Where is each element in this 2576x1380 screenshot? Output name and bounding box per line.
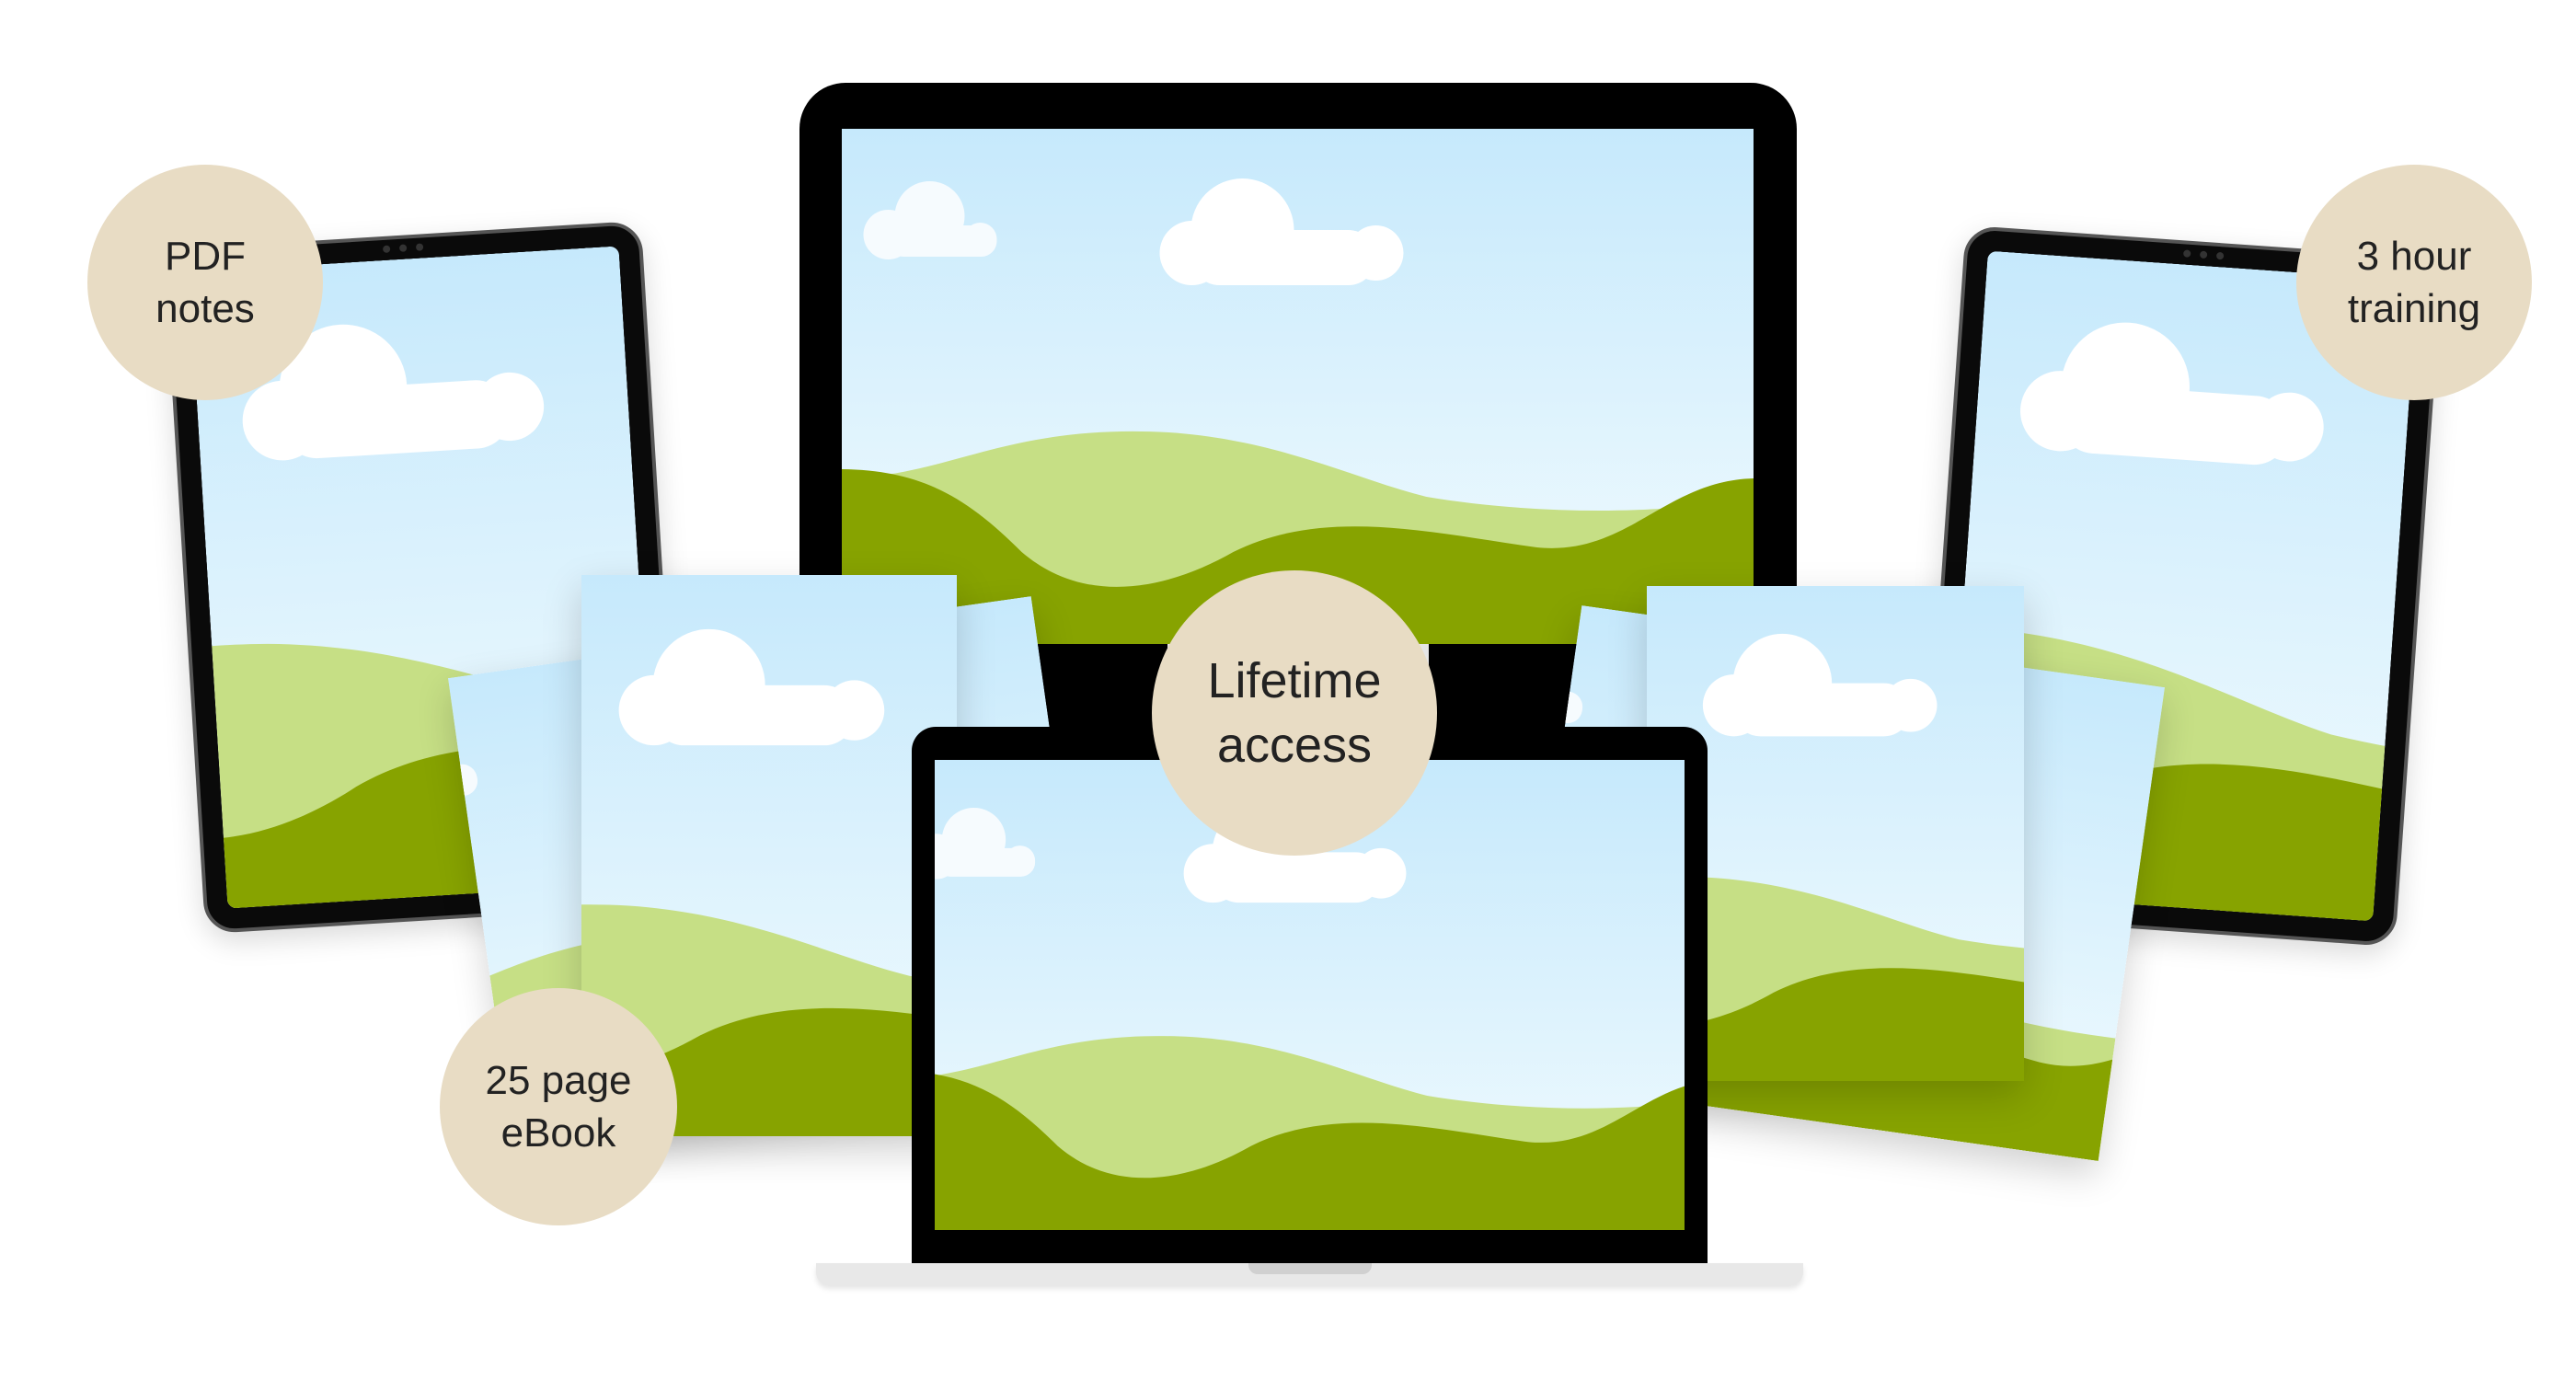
badge-text: access	[1216, 718, 1373, 773]
badge-text: 25 page	[485, 1057, 632, 1103]
camera-icon	[2182, 249, 2225, 260]
badge-lifetime-access: Lifetime access	[1152, 570, 1437, 856]
badge-text: 3 hour	[2356, 233, 2472, 279]
badge-pdf-notes: PDF notes	[87, 165, 323, 400]
badge-text: PDF	[165, 233, 246, 279]
monitor-screen	[842, 129, 1754, 644]
badge-training: 3 hour training	[2296, 165, 2532, 400]
badge-text: Lifetime	[1207, 652, 1382, 708]
badge-ebook: 25 page eBook	[440, 988, 677, 1225]
badge-text: notes	[155, 286, 255, 331]
laptop-base	[816, 1263, 1803, 1285]
badge-text: eBook	[500, 1110, 616, 1156]
badge-text: training	[2347, 286, 2481, 331]
camera-icon	[382, 243, 424, 254]
landscape-image	[842, 129, 1754, 644]
